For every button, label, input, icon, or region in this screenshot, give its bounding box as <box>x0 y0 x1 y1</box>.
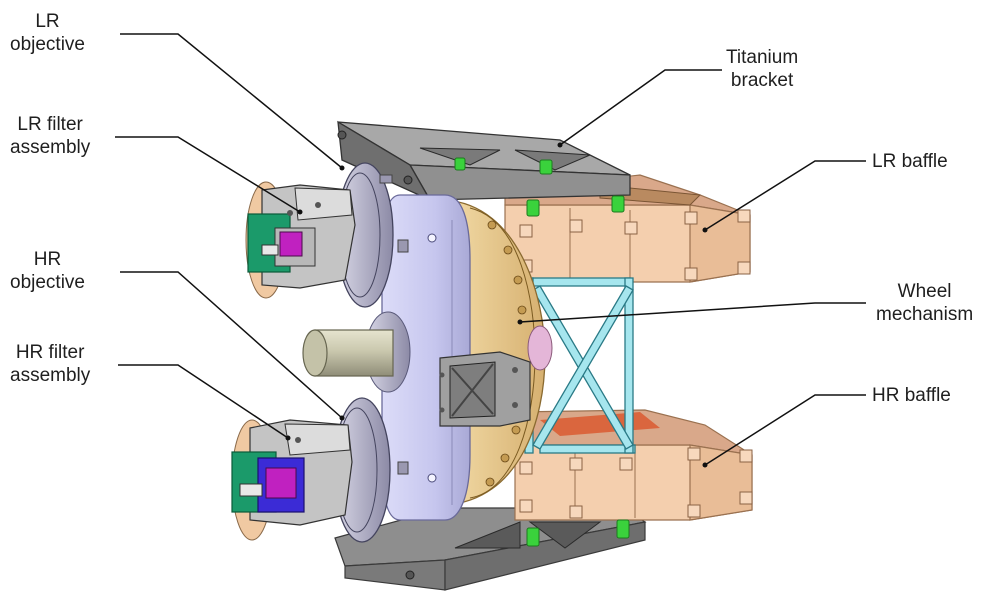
label-hr-objective: HR objective <box>10 249 85 293</box>
label-titanium-bracket: Titanium bracket <box>726 47 799 91</box>
cyan-frame <box>524 277 636 454</box>
leader-hr-baffle <box>704 394 866 466</box>
label-lr-baffle: LR baffle <box>872 151 948 172</box>
leader-lr-objective <box>120 33 343 169</box>
label-hr-baffle: HR baffle <box>872 385 951 406</box>
label-wheel-mechanism: Wheel mechanism <box>876 281 974 325</box>
leader-wheel <box>519 302 866 323</box>
label-hr-filter-assembly: HR filter assembly <box>10 342 91 386</box>
baffle-tabs <box>519 209 753 519</box>
center-cylinder <box>302 311 411 393</box>
label-lr-objective: LR objective <box>10 11 85 55</box>
lr-filter-body <box>245 181 356 299</box>
leader-lr-baffle <box>704 160 866 231</box>
leader-lines <box>115 33 866 466</box>
top-bracket <box>337 120 631 202</box>
label-lr-filter-assembly: LR filter assembly <box>10 114 91 158</box>
leader-hr-objective <box>120 271 343 419</box>
leader-dots <box>285 142 708 468</box>
leader-titanium <box>559 69 722 146</box>
green-spacers <box>454 157 630 547</box>
leader-lr-filter <box>115 136 301 213</box>
bottom-bracket <box>334 507 647 591</box>
leader-hr-filter <box>118 364 289 439</box>
hr-filter-body <box>231 419 353 541</box>
mount-block <box>439 351 531 427</box>
